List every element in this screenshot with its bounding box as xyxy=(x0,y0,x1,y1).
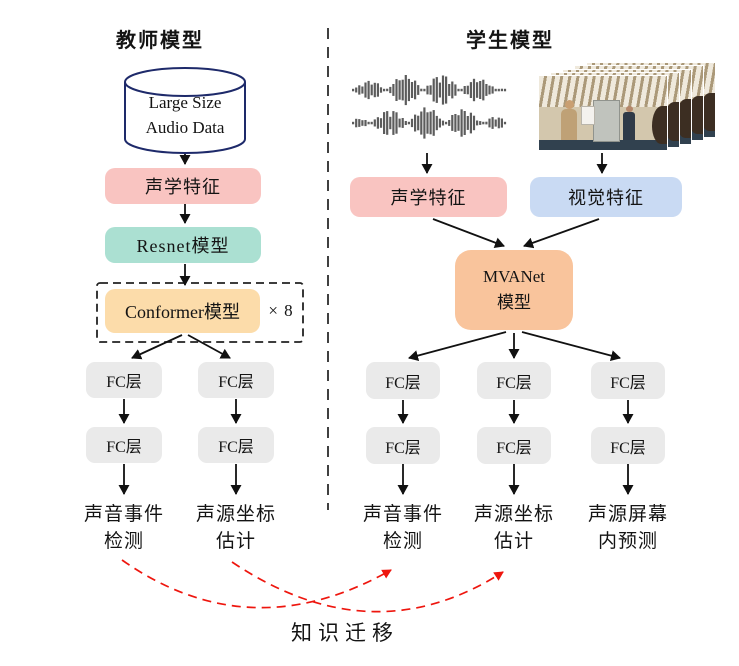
teacher-resnet-box: Resnet模型 xyxy=(105,227,261,263)
database-label-line2: Audio Data xyxy=(145,118,225,137)
output-line: 声源坐标 xyxy=(473,504,554,525)
mvanet-line2: 模型 xyxy=(497,293,531,312)
output-line: 声音事件 xyxy=(362,504,443,525)
student-title: 学生模型 xyxy=(466,30,554,52)
audio-waveform-icon xyxy=(352,75,507,139)
teacher-fc-box: FC层 xyxy=(198,362,274,398)
audio-database-cylinder-icon xyxy=(124,67,246,154)
video-frames-image xyxy=(538,62,716,162)
video-frame xyxy=(538,75,668,151)
student-acoustic-features-box: 声学特征 xyxy=(350,177,507,217)
student-fc-box: FC层 xyxy=(366,427,440,464)
output-line: 声源坐标 xyxy=(195,504,276,525)
output-line: 声音事件 xyxy=(83,504,164,525)
mvanet-line1: MVANet xyxy=(482,267,546,286)
teacher-output-sed: 声音事件 检测 xyxy=(72,501,176,555)
teacher-output-doa: 声源坐标 估计 xyxy=(184,501,288,555)
teacher-title: 教师模型 xyxy=(116,30,204,52)
teacher-conformer-box: Conformer模型 xyxy=(105,289,260,333)
teacher-arrows xyxy=(118,154,242,495)
student-fc-box: FC层 xyxy=(477,427,551,464)
student-output-onscreen: 声源屏幕 内预测 xyxy=(576,501,680,555)
database-label: Large Size Audio Data xyxy=(125,90,245,140)
output-line: 内预测 xyxy=(597,531,658,552)
student-arrows xyxy=(397,153,634,495)
student-visual-features-box: 视觉特征 xyxy=(530,177,682,217)
student-output-sed: 声音事件 检测 xyxy=(351,501,455,555)
teacher-acoustic-features-box: 声学特征 xyxy=(105,168,261,204)
output-line: 估计 xyxy=(493,531,534,552)
output-line: 估计 xyxy=(215,531,256,552)
student-fc-box: FC层 xyxy=(477,362,551,399)
student-output-doa: 声源坐标 估计 xyxy=(462,501,566,555)
teacher-fc-box: FC层 xyxy=(86,362,162,398)
teacher-fc-box: FC层 xyxy=(86,427,162,463)
output-line: 声源屏幕 xyxy=(587,504,668,525)
database-label-line1: Large Size xyxy=(148,93,222,112)
student-fc-box: FC层 xyxy=(591,362,665,399)
student-fc-box: FC层 xyxy=(366,362,440,399)
knowledge-transfer-label: 知识迁移 xyxy=(291,621,399,645)
teacher-fc-box: FC层 xyxy=(198,427,274,463)
student-fc-box: FC层 xyxy=(591,427,665,464)
output-line: 检测 xyxy=(382,531,423,552)
output-line: 检测 xyxy=(103,531,144,552)
conformer-multiplier: × 8 xyxy=(268,301,294,320)
knowledge-transfer-arrows xyxy=(121,559,504,613)
student-mvanet-box: MVANet 模型 xyxy=(455,250,573,330)
